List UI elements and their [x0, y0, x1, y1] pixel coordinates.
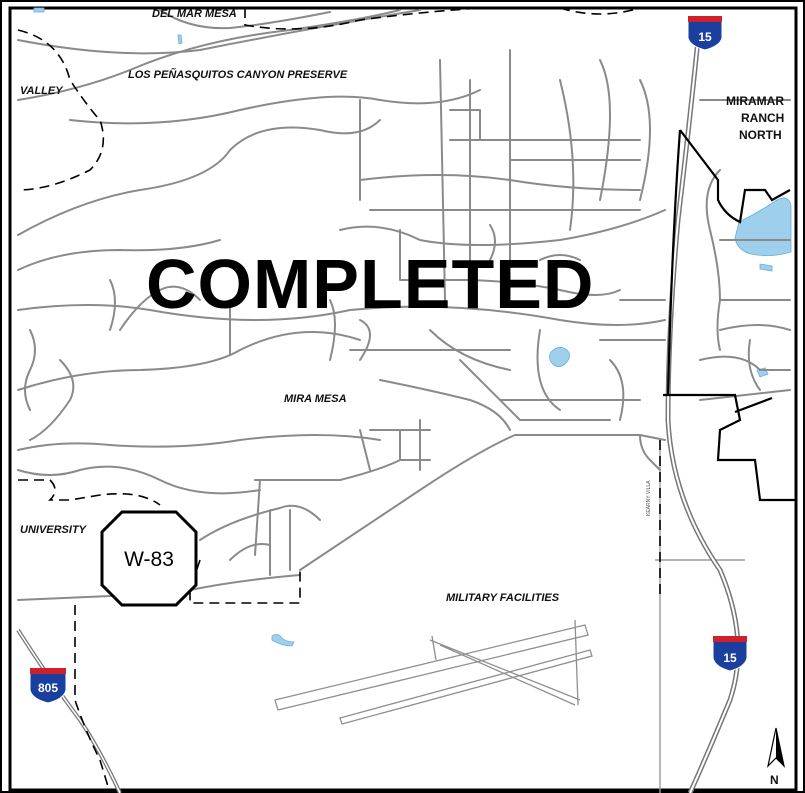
label-penasquitos: LOS PEÑASQUITOS CANYON PRESERVE [128, 68, 348, 81]
octagon-icon [100, 510, 198, 607]
label-military-facilities: MILITARY FACILITIES [446, 592, 560, 604]
label-mira-mesa: MIRA MESA [284, 393, 347, 405]
interstate-15 [665, 19, 741, 793]
military-connector [639, 434, 661, 471]
street-network [17, 9, 791, 793]
i15-shield-top: 15 [687, 16, 723, 51]
military-north-road [299, 434, 666, 571]
project-marker-label: W-83 [124, 548, 174, 571]
north-label: N [770, 773, 779, 787]
label-north: NORTH [739, 128, 782, 142]
i805-label: 805 [38, 681, 58, 695]
water-bodies [33, 7, 792, 647]
project-marker-w83: W-83 [100, 510, 198, 607]
i805-shield: 805 [29, 668, 67, 704]
i15-shield-bottom: 15 [712, 636, 748, 672]
inner-border [8, 6, 798, 792]
i15-top-label: 15 [698, 30, 712, 44]
label-del-mar-mesa: DEL MAR MESA [152, 8, 237, 20]
interstate-805 [16, 628, 122, 793]
north-arrow: N [766, 727, 786, 787]
label-kearny-villa: KEARNY VILLA [646, 480, 652, 516]
label-valley: VALLEY [20, 85, 64, 97]
airfield-runways [274, 619, 593, 725]
label-university: UNIVERSITY [20, 524, 88, 536]
miramar-boundary [663, 129, 795, 502]
label-miramar: MIRAMAR [726, 94, 784, 108]
i15-bottom-label: 15 [723, 651, 737, 665]
completed-stamp: COMPLETED [146, 245, 594, 323]
label-ranch: RANCH [741, 111, 784, 125]
